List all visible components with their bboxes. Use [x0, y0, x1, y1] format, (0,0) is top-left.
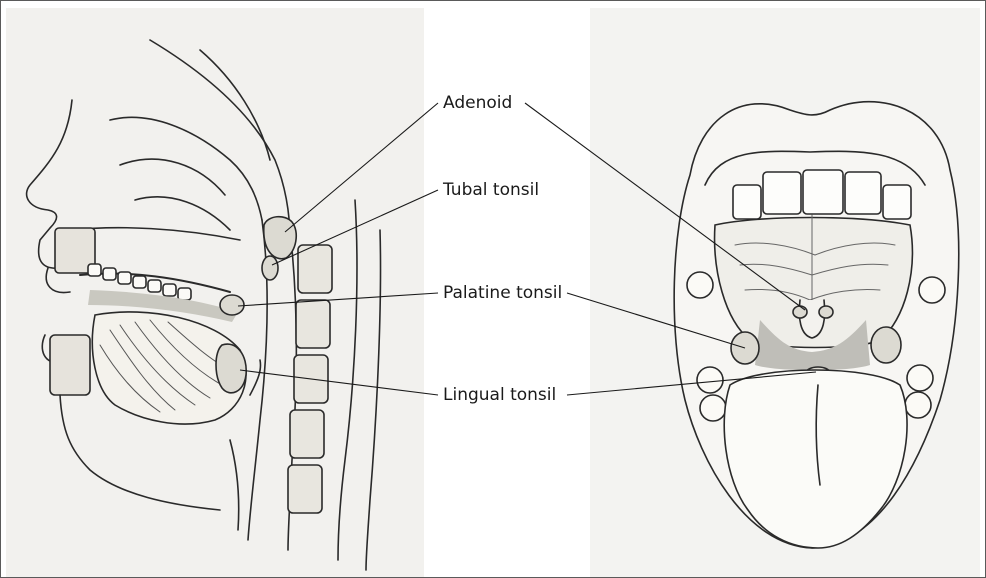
uvula [799, 300, 824, 338]
lingual-tonsil-leader-left [240, 370, 438, 395]
adenoid-tissue [264, 217, 296, 259]
open-mouth-drawing [674, 102, 959, 548]
lower-jaw-bone [50, 335, 90, 395]
nasal-turbinate-2 [120, 159, 225, 195]
lingual-tonsil-tissue [216, 344, 246, 393]
palatine-tonsil-leader-left [238, 293, 438, 306]
epiglottis [250, 360, 261, 395]
posterior-neck [338, 200, 357, 560]
label-tubal-tonsil: Tubal tonsil [443, 180, 539, 200]
adenoid-view-right [819, 306, 833, 318]
tubal-tonsil-tissue [262, 256, 278, 280]
neck-outline [366, 230, 381, 570]
palatine-tonsil-tissue [220, 295, 244, 315]
nasal-turbinate-1 [110, 117, 262, 220]
adenoid-leader-left [285, 103, 438, 232]
label-lingual-tonsil: Lingual tonsil [443, 385, 556, 405]
label-adenoid: Adenoid [443, 93, 512, 113]
sagittal-head-drawing [27, 40, 381, 570]
adenoid-view-left [793, 306, 807, 318]
larynx [230, 440, 239, 530]
nasal-turbinate-3 [135, 197, 230, 230]
palatine-tonsil-right [871, 327, 901, 363]
label-palatine-tonsil: Palatine tonsil [443, 283, 562, 303]
